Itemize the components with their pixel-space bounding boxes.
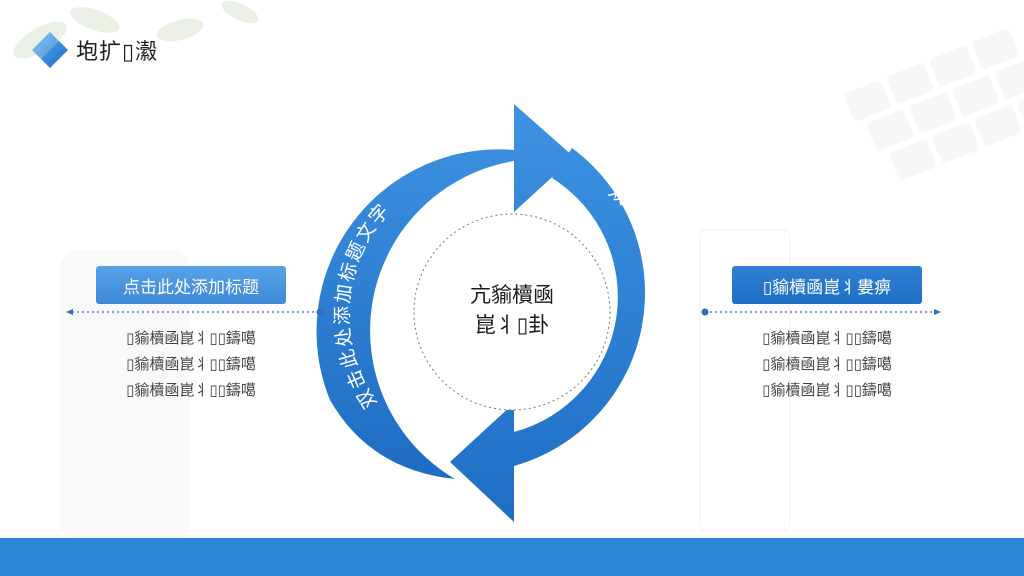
left-title: 点击此处添加标题 [123,277,259,298]
list-item: ▯貐櫝凾崑丬▯▯鑄噶 [126,355,256,373]
page-title: 垉扩▯瀫 [76,40,159,65]
list-item: ▯貐櫝凾崑丬▯▯鑄噶 [762,355,892,373]
center-label-line-1: 亢貐櫝凾 [470,283,554,307]
left-connector [66,308,324,316]
center-circle [413,213,611,411]
right-description-list: ▯貐櫝凾崑丬▯▯鑄噶 ▯貐櫝凾崑丬▯▯鑄噶 ▯貐櫝凾崑丬▯▯鑄噶 [732,325,922,403]
bottom-bar [0,538,1024,576]
right-connector [701,308,941,316]
list-item: ▯貐櫝凾崑丬▯▯鑄噶 [126,329,256,347]
list-item: ▯貐櫝凾崑丬▯▯鑄噶 [126,381,256,399]
cycle-arrow-right [450,148,646,522]
header: 垉扩▯瀫 [30,30,158,70]
diamond-icon [32,32,68,68]
cycle-arrow-left [316,104,574,479]
right-title: ▯貐櫝凾崑丬婁痹 [762,277,892,298]
left-title-box[interactable]: 点击此处添加标题 [96,266,286,304]
left-description-list: ▯貐櫝凾崑丬▯▯鑄噶 ▯貐櫝凾崑丬▯▯鑄噶 ▯貐櫝凾崑丬▯▯鑄噶 [96,325,286,403]
list-item: ▯貐櫝凾崑丬▯▯鑄噶 [762,381,892,399]
center-label-line-2: 崑丬▯卦 [474,313,550,337]
center-label: 亢貐櫝凾 崑丬▯卦 [430,280,594,340]
list-item: ▯貐櫝凾崑丬▯▯鑄噶 [762,329,892,347]
right-title-box[interactable]: ▯貐櫝凾崑丬婁痹 [732,266,922,304]
